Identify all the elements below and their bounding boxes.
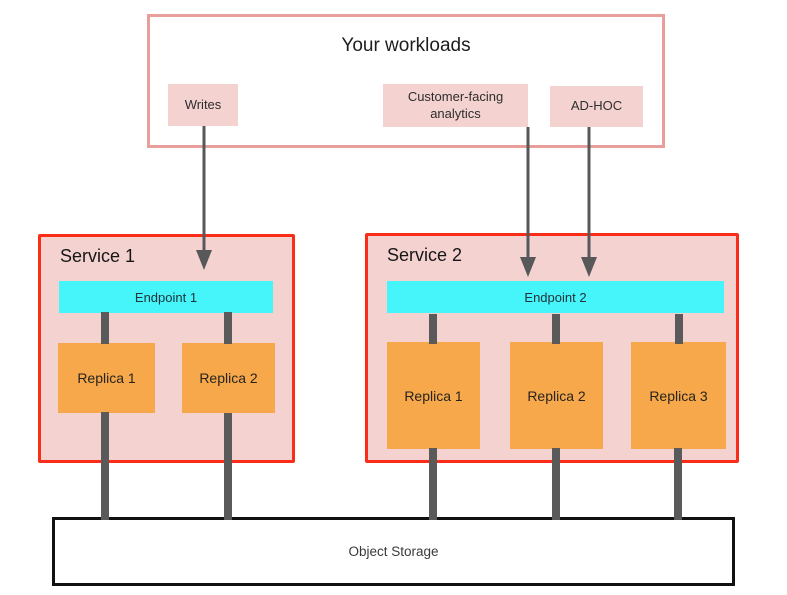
service-1-replica-2: Replica 2 xyxy=(182,343,275,413)
workload-ad-hoc: AD-HOC xyxy=(550,86,643,127)
service-2-replica-3: Replica 3 xyxy=(631,342,726,449)
workload-writes: Writes xyxy=(168,84,238,126)
connector-s2-replica1-storage xyxy=(429,448,437,520)
service-1-endpoint: Endpoint 1 xyxy=(59,281,273,313)
service-1-replica-1: Replica 1 xyxy=(58,343,155,413)
connector-s1-replica2-storage xyxy=(224,413,232,520)
object-storage-label: Object Storage xyxy=(348,544,439,559)
connector-s2-endpoint-replica1 xyxy=(429,314,437,344)
connector-s2-endpoint-replica3 xyxy=(675,314,683,344)
service-2-endpoint: Endpoint 2 xyxy=(387,281,724,313)
connector-s2-replica2-storage xyxy=(552,448,560,520)
service-1-label: Service 1 xyxy=(60,246,136,266)
connector-s1-replica1-storage xyxy=(101,412,109,520)
service-2-replica-1: Replica 1 xyxy=(387,342,480,449)
connector-s1-endpoint-replica2 xyxy=(224,312,232,344)
workloads-group: Your workloads Writes Customer-facing an… xyxy=(147,14,665,148)
service-1-group: Service 1 Endpoint 1 Replica 1 Replica 2 xyxy=(38,234,295,463)
connector-s2-replica3-storage xyxy=(674,448,682,520)
connector-s2-endpoint-replica2 xyxy=(552,314,560,344)
workloads-title: Your workloads xyxy=(341,35,471,56)
service-2-replica-2: Replica 2 xyxy=(510,342,603,449)
connector-s1-endpoint-replica1 xyxy=(101,312,109,344)
service-2-group: Service 2 Endpoint 2 Replica 1 Replica 2… xyxy=(365,233,739,463)
service-2-label: Service 2 xyxy=(387,245,463,265)
object-storage-box: Object Storage xyxy=(52,517,735,586)
workload-customer-facing-analytics: Customer-facing analytics xyxy=(383,84,528,127)
